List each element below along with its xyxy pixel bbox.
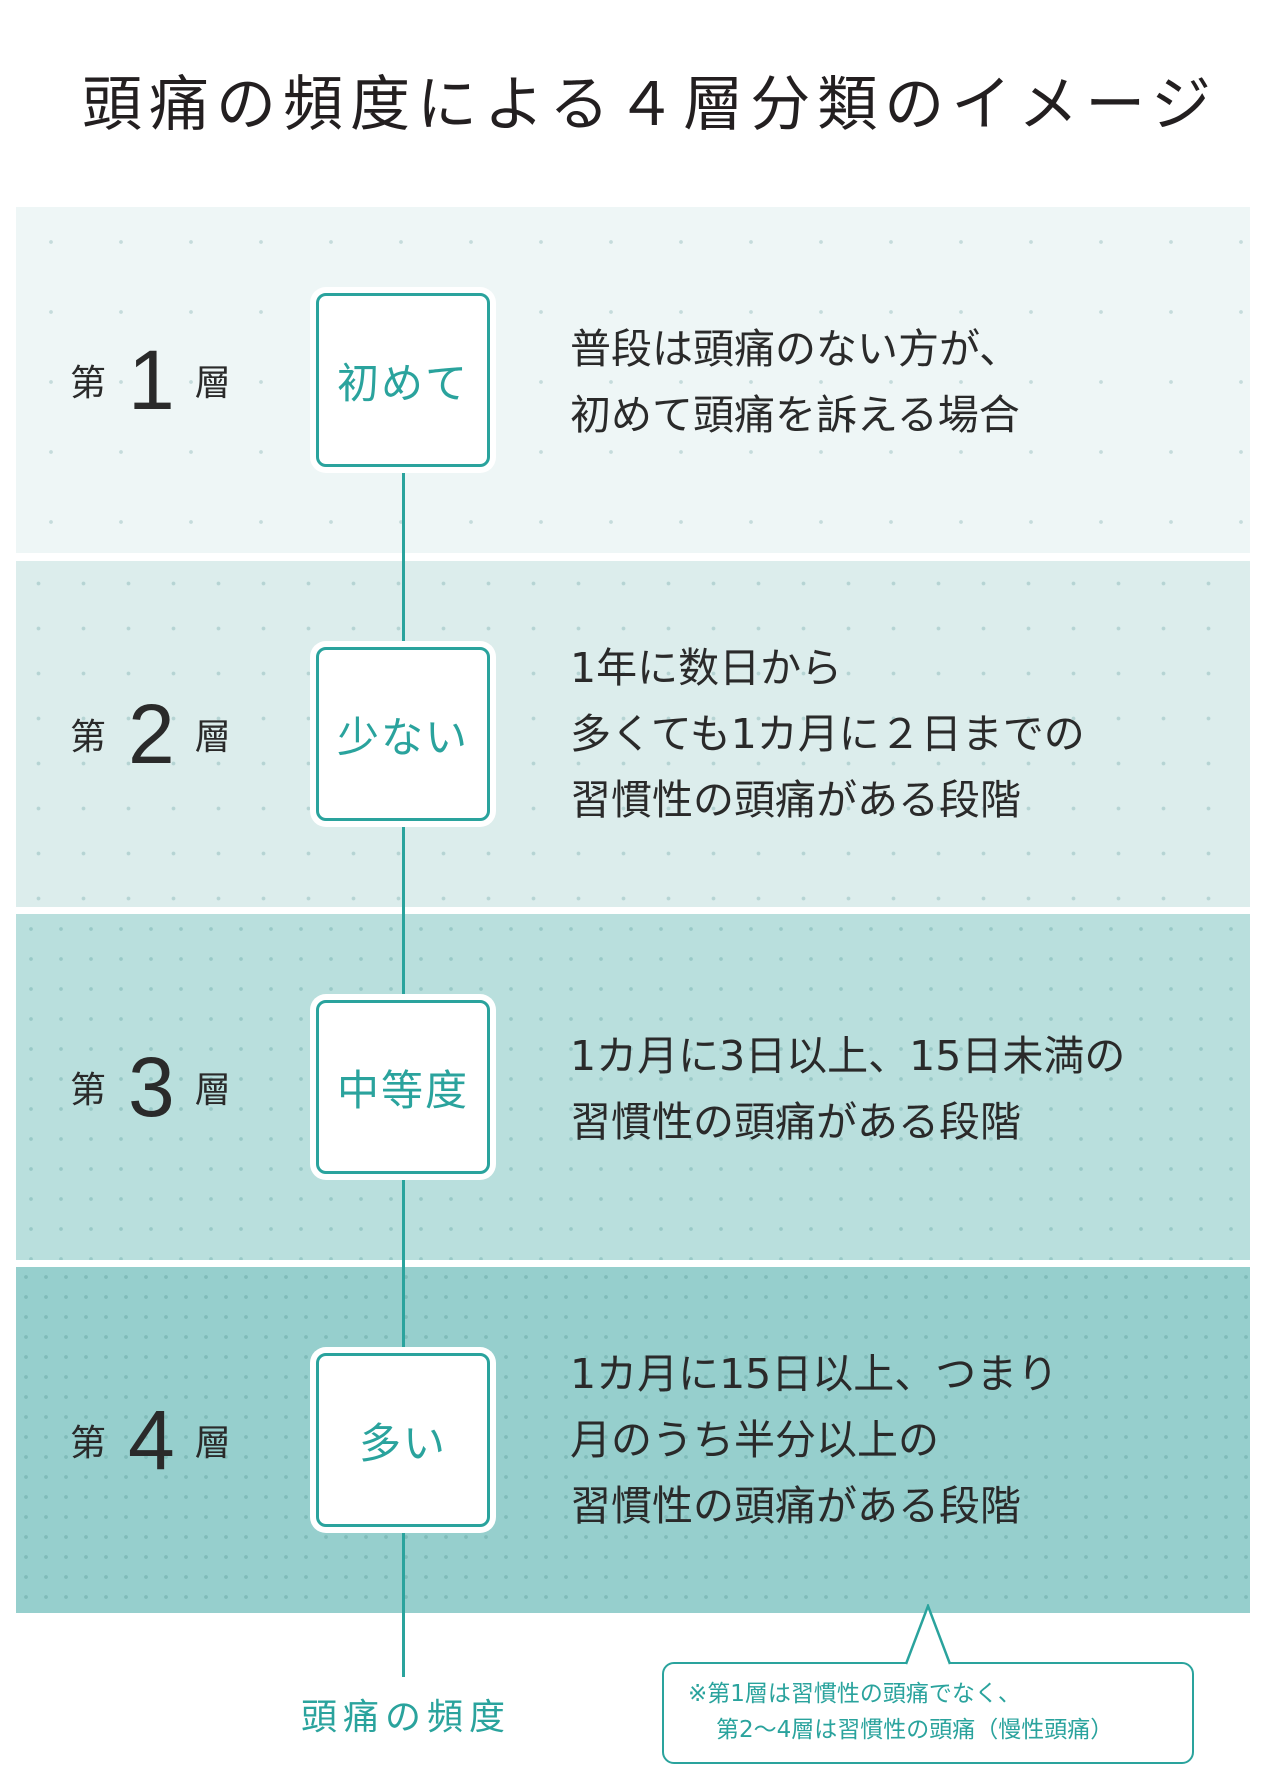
layer-3-description-line: 1カ月に3日以上、15日未満の [570,1032,1126,1080]
layer-1-frequency-label: 初めて [336,358,469,408]
layer-3-description-line: 習慣性の頭痛がある段階 [570,1098,1021,1146]
layer-1-description-line: 初めて頭痛を訴える場合 [570,391,1020,439]
layer-1-number: 1 [128,333,175,427]
footnote-pointer [904,1604,952,1666]
layer-3-frequency-box: 中等度 [316,1000,490,1174]
layer-2-description: 1年に数日から 多くても1カ月に２日までの 習慣性の頭痛がある段階 [570,635,1220,833]
layer-4-description-line: 1カ月に15日以上、つまり [570,1350,1059,1398]
layer-1-label: 第 1 層 [70,330,270,430]
layer-1-description: 普段は頭痛のない方が、 初めて頭痛を訴える場合 [570,316,1220,448]
layer-2-prefix: 第 [70,717,107,758]
footnote-box: ※第1層は習慣性の頭痛でなく、 第2〜4層は習慣性の頭痛（慢性頭痛） [662,1662,1194,1764]
layer-2-frequency-label: 少ない [336,712,469,762]
layer-4-label: 第 4 層 [70,1390,270,1490]
layer-4-band [16,1267,1250,1613]
layer-4-suffix: 層 [194,1423,231,1464]
layer-2-suffix: 層 [194,717,231,758]
diagram-title: 頭痛の頻度による４層分類のイメージ [82,70,1218,140]
layer-2-description-line: 1年に数日から [570,644,843,692]
layer-1-frequency-box: 初めて [316,293,490,467]
layer-4-description-line: 習慣性の頭痛がある段階 [570,1482,1021,1530]
layer-3-frequency-label: 中等度 [336,1065,469,1115]
layer-4-number: 4 [128,1393,175,1487]
layer-4-frequency-label: 多い [358,1418,447,1468]
layer-2-band [16,561,1250,907]
layer-2-label: 第 2 層 [70,684,270,784]
layer-3-description: 1カ月に3日以上、15日未満の 習慣性の頭痛がある段階 [570,1023,1220,1155]
footnote-line-1: ※第1層は習慣性の頭痛でなく、 [688,1681,1021,1707]
layer-1-suffix: 層 [194,363,231,404]
layer-3-band [16,914,1250,1260]
layer-3-label: 第 3 層 [70,1037,270,1137]
layer-3-number: 3 [128,1040,175,1134]
layer-4-frequency-box: 多い [316,1353,490,1527]
layer-2-number: 2 [128,687,175,781]
layer-1-prefix: 第 [70,363,107,404]
layer-4-description-line: 月のうち半分以上の [570,1416,939,1464]
layer-3-suffix: 層 [194,1070,231,1111]
frequency-axis-label: 頭痛の頻度 [300,1697,511,1738]
layer-4-prefix: 第 [70,1423,107,1464]
layer-2-frequency-box: 少ない [316,647,490,821]
layer-2-description-line: 多くても1カ月に２日までの [570,710,1085,758]
footnote-line-2: 第2〜4層は習慣性の頭痛（慢性頭痛） [716,1717,1114,1743]
layer-1-description-line: 普段は頭痛のない方が、 [570,325,1021,373]
layer-1-band [16,207,1250,553]
layer-3-prefix: 第 [70,1070,107,1111]
layer-2-description-line: 習慣性の頭痛がある段階 [570,776,1021,824]
layer-4-description: 1カ月に15日以上、つまり 月のうち半分以上の 習慣性の頭痛がある段階 [570,1341,1220,1539]
